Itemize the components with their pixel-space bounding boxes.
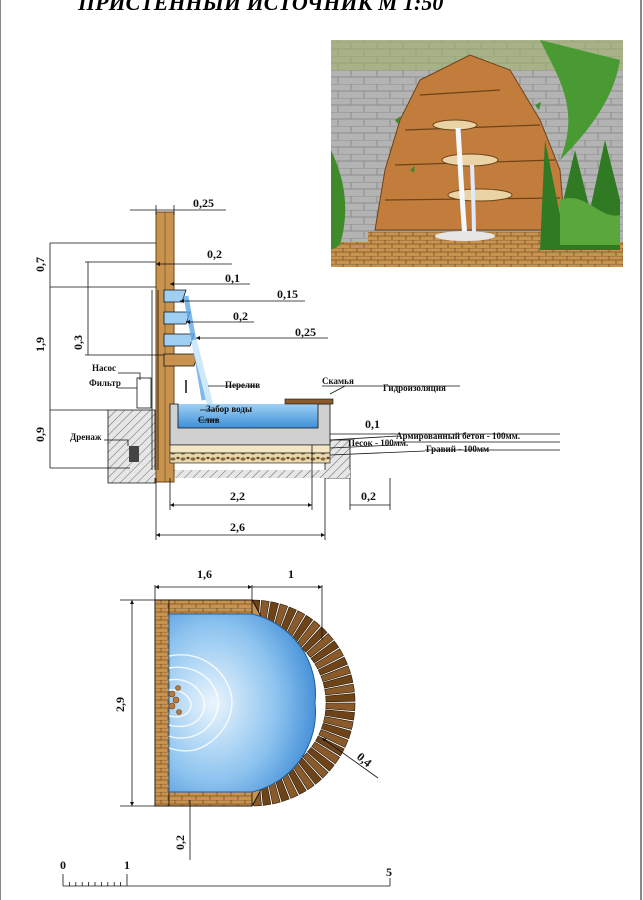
label-overflow: Перелив [225,380,260,390]
dim-side-gap: 0,1 [365,417,380,431]
dim-height-bowl: 0,3 [71,335,85,350]
dim-top-step: 0,2 [207,247,222,261]
arc-brick [318,729,349,748]
dim-bowl-2: 0,15 [277,287,298,301]
plan-drawing: 1,6 1 2,9 0,4 0,2 [113,567,379,860]
arc-brick [307,747,335,772]
dim-bowl-1: 0,1 [225,271,240,285]
arc-brick [306,633,334,658]
arc-brick [310,640,340,664]
arc-brick [321,722,352,739]
arc-brick [324,683,355,696]
dim-height-top: 0,7 [33,257,47,272]
arc-brick [324,709,355,721]
scale-label-one: 1 [124,858,130,872]
arc-brick [302,752,329,779]
label-concrete: Армированный бетон - 100мм. [396,431,520,441]
arc-brick [325,693,356,703]
label-sand: Песок - 100мм. [348,438,408,448]
page-title: ПРИСТЕННЫЙ ИСТОЧНИК М 1:50 [77,0,443,15]
label-water-intake: Забор воды [206,404,252,414]
dim-height-base: 0,9 [33,427,47,442]
dim-wall-width: 0,25 [193,196,214,210]
dim-height-mid: 1,9 [33,337,47,352]
arc-brick [322,674,354,689]
scale-bar-ticks [69,882,121,886]
arc-brick [320,665,351,682]
dim-plan-wall: 0,2 [173,835,187,850]
dim-bowl-3: 0,2 [233,309,248,323]
label-drain: Слив [198,415,220,425]
dim-bowl-4: 0,25 [295,325,316,339]
label-waterproofing: Гидроизоляция [383,383,446,393]
dim-plan-length: 2,9 [113,697,127,712]
label-drainage: Дренаж [70,432,102,442]
section-drawing: 0,25 0,2 0,1 0,15 0,2 0,25 0,7 1,9 0,3 0… [33,196,560,540]
label-filter: Фильтр [89,378,121,388]
arc-brick [325,702,356,712]
arc-brick [311,741,341,765]
arc-brick [314,648,344,670]
dim-plan-arc-depth: 1 [288,567,294,581]
label-bench: Скамья [322,376,354,386]
arc-brick [323,716,354,730]
scale-bar: 0 1 5 [60,858,392,887]
dim-pool-length: 2,2 [230,489,245,503]
dim-plan-width: 1,6 [197,567,212,581]
dim-total-length: 2,6 [230,520,245,534]
arc-brick [317,656,348,676]
scale-label-zero: 0 [60,858,66,872]
dim-plan-arc-ring: 0,4 [354,750,374,770]
fountain-illustration [331,40,623,267]
dim-rim: 0,2 [361,489,376,503]
label-pump: Насос [92,363,116,373]
label-gravel: Гравий - 100мм [426,444,489,454]
scale-label-five: 5 [386,865,392,879]
